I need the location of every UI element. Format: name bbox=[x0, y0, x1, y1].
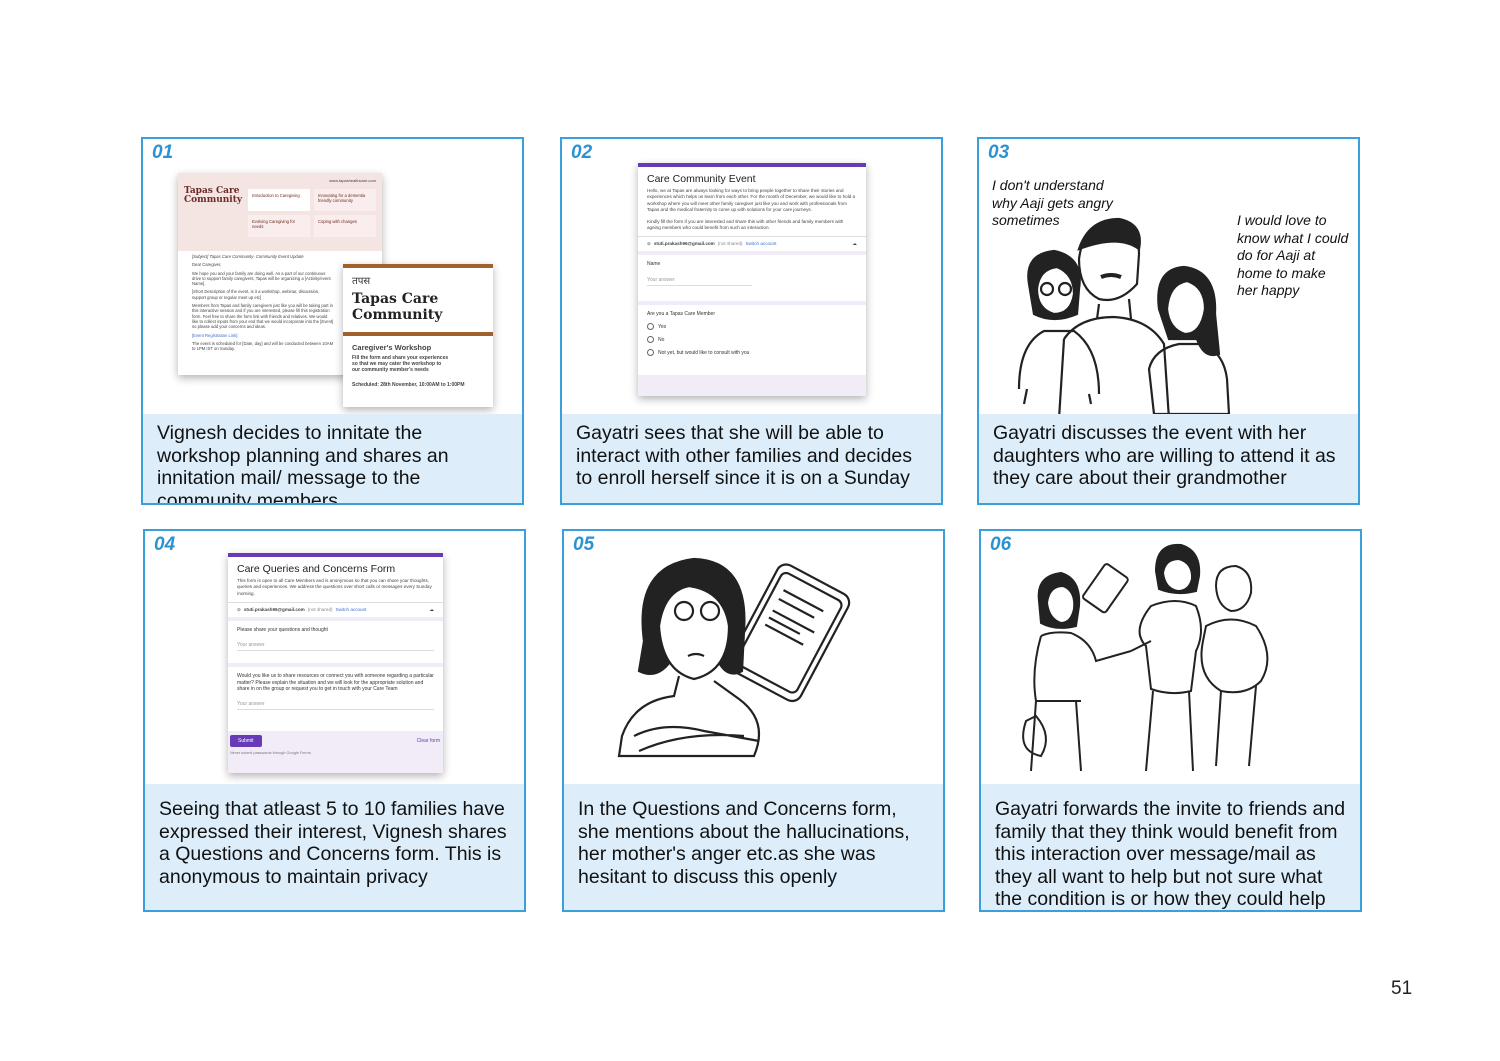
account-row: ⊘ stuti.prakash96@gmail.com (not shared)… bbox=[228, 602, 443, 617]
submit-button[interactable]: Submit bbox=[230, 735, 262, 748]
workshop-poster: तपस Tapas Care Community Caregiver's Wor… bbox=[343, 264, 493, 407]
not-shared-label: (not shared) bbox=[307, 607, 333, 613]
cloud-icon: ☁ bbox=[429, 607, 434, 613]
form-title: Care Queries and Concerns Form bbox=[237, 563, 396, 575]
panel-number: 02 bbox=[571, 142, 593, 163]
speech-right: I would love to know what I could do for… bbox=[1237, 212, 1349, 298]
event-registration-form: Care Community Event Hello, we at Tapas … bbox=[638, 163, 866, 396]
switch-account-link[interactable]: Switch account bbox=[745, 241, 777, 247]
storyboard-panel-04: 04 Care Queries and Concerns Form This f… bbox=[143, 529, 526, 912]
clear-form-button[interactable]: Clear form bbox=[416, 738, 440, 745]
account-email: stuti.prakash96@gmail.com bbox=[243, 607, 305, 613]
email-paragraph: [Short Description of the event, is it a… bbox=[192, 289, 320, 300]
member-question: Are you a Tapas Care Member Yes No Not y… bbox=[638, 305, 866, 376]
hidden-eye-icon: ⊘ bbox=[237, 607, 241, 613]
questions-field: Please share your questions and thought … bbox=[228, 621, 443, 664]
radio-not-yet[interactable]: Not yet, but would like to consult with … bbox=[647, 349, 857, 357]
question-label: Would you like us to share resources or … bbox=[237, 673, 434, 693]
family-helping-illustration bbox=[1022, 543, 1269, 772]
form-footer: Never submit passwords through Google Fo… bbox=[230, 751, 312, 756]
event-card: Evolving Caregiving for needs bbox=[248, 215, 310, 237]
storyboard-panel-03: 03 I don't understand why Aaji gets angr… bbox=[977, 137, 1360, 505]
radio-yes[interactable]: Yes bbox=[647, 323, 857, 331]
email-paragraph: The event is scheduled for [Date, day] a… bbox=[192, 340, 334, 352]
family-illustration bbox=[1017, 217, 1231, 419]
panel-number: 06 bbox=[990, 534, 1012, 555]
event-card: Innovating for a dementia friendly commu… bbox=[314, 189, 376, 211]
event-card: Introduction to Caregiving bbox=[248, 189, 310, 211]
question-label: Are you a Tapas Care Member bbox=[647, 311, 715, 318]
poster-body: Fill the form and share your experiences… bbox=[352, 355, 449, 373]
queries-concerns-form: Care Queries and Concerns Form This form… bbox=[228, 553, 443, 773]
question-label: Please share your questions and thought bbox=[237, 627, 328, 634]
name-input[interactable]: Your answer bbox=[647, 277, 752, 287]
form-description: This form is open to all Care Members an… bbox=[237, 578, 432, 596]
account-row: ⊘ stuti.prakash96@gmail.com (not shared)… bbox=[638, 236, 866, 251]
email-paragraph: We hope you and your family are doing we… bbox=[192, 270, 331, 287]
switch-account-link[interactable]: Switch account bbox=[335, 607, 367, 613]
storyboard-panel-05: 05 In the Questions and Concerns form, s… bbox=[562, 529, 945, 912]
panel-caption: Gayatri sees that she will be able to in… bbox=[562, 414, 941, 503]
page-number: 51 bbox=[1391, 978, 1413, 999]
panel-caption: Gayatri discusses the event with her dau… bbox=[979, 414, 1358, 503]
storyboard-panel-06: 06 Gayatri forwards the invite to friend… bbox=[979, 529, 1362, 912]
questions-input[interactable]: Your answer bbox=[237, 642, 434, 652]
form-title: Care Community Event bbox=[647, 173, 756, 185]
radio-no[interactable]: No bbox=[647, 336, 857, 344]
storyboard-panel-02: 02 Care Community Event Hello, we at Tap… bbox=[560, 137, 943, 505]
panel-number: 03 bbox=[988, 142, 1010, 163]
form-description: Kindly fill the form if you are interest… bbox=[647, 218, 844, 231]
panel-number: 04 bbox=[154, 534, 176, 555]
resources-input[interactable]: Your answer bbox=[237, 701, 434, 711]
panel-number: 05 bbox=[573, 534, 595, 555]
tapas-logo: तपस bbox=[352, 276, 371, 287]
question-label: Name bbox=[647, 261, 661, 268]
panel-caption: Gayatri forwards the invite to friends a… bbox=[981, 784, 1360, 910]
event-card: Coping with changes bbox=[314, 215, 376, 237]
form-description: Hello, we at Tapas are always looking fo… bbox=[647, 188, 856, 213]
email-website: www.tapashealthcare.com bbox=[329, 178, 376, 183]
storyboard-panel-01: 01 Tapas Care Community www.tapashealthc… bbox=[141, 137, 524, 505]
account-email: stuti.prakash96@gmail.com bbox=[653, 241, 715, 247]
not-shared-label: (not shared) bbox=[717, 241, 743, 247]
panel-caption: Seeing that atleast 5 to 10 families hav… bbox=[145, 784, 524, 910]
resources-field: Would you like us to share resources or … bbox=[228, 667, 443, 732]
panel-caption: In the Questions and Concerns form, she … bbox=[564, 784, 943, 910]
poster-subtitle: Caregiver's Workshop bbox=[352, 343, 432, 352]
speech-left: I don't understand why Aaji gets angry s… bbox=[992, 177, 1113, 228]
cloud-icon: ☁ bbox=[852, 241, 857, 247]
email-paragraph: Members from Tapas and family caregivers… bbox=[192, 303, 334, 330]
name-question: Name Your answer bbox=[638, 255, 866, 302]
worried-woman-illustration bbox=[617, 557, 851, 758]
panel-number: 01 bbox=[152, 142, 174, 163]
hidden-eye-icon: ⊘ bbox=[647, 241, 651, 247]
email-greeting: Dear Caregiver, bbox=[192, 262, 222, 268]
email-brand: Tapas Care Community bbox=[184, 186, 243, 205]
panel-caption: Vignesh decides to innitate the workshop… bbox=[143, 414, 522, 503]
poster-schedule: Scheduled: 28th November, 10:00AM to 1:0… bbox=[352, 382, 465, 388]
invitation-email-mockup: Tapas Care Community www.tapashealthcare… bbox=[178, 173, 382, 375]
event-registration-link[interactable]: [Event Registration Link] bbox=[192, 332, 238, 338]
email-subject: [Subject] Tapas Care Community- Communit… bbox=[192, 254, 304, 259]
poster-title: Tapas Care Community bbox=[352, 291, 443, 323]
